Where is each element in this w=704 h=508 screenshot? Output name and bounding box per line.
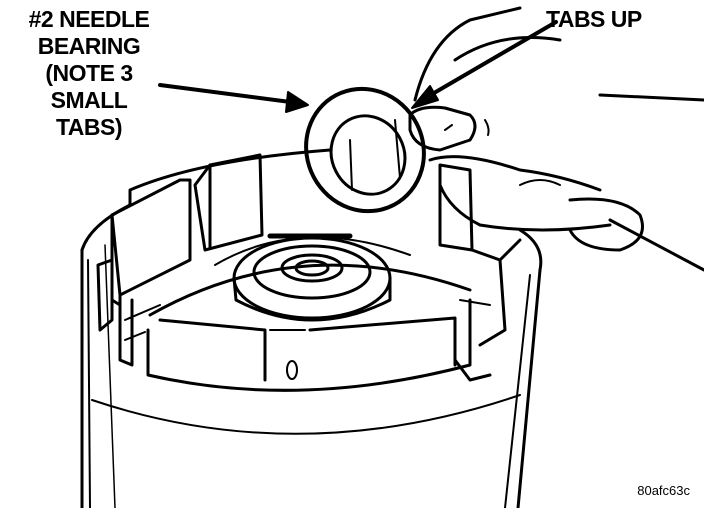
leader-arrows [158, 20, 558, 113]
needle-bearing-label-line-5: TABS) [55, 114, 123, 140]
clutch-housing-left-tabs [96, 153, 264, 367]
tabs-up-label: TABS UP [546, 6, 642, 32]
central-hub [214, 233, 411, 322]
needle-bearing-label-line-4: SMALL [50, 87, 128, 113]
tabs-up-arrow [420, 20, 558, 102]
needle-bearing [304, 86, 426, 214]
figure-code: 80afc63c [637, 483, 690, 498]
needle-bearing-label: #2 NEEDLE BEARING (NOTE 3 SMALL TABS) [4, 6, 174, 141]
needle-bearing-label-line-2: BEARING [37, 33, 141, 59]
needle-bearing-label-line-3: (NOTE 3 [45, 60, 133, 86]
outer-drum [80, 148, 543, 508]
clutch-housing-right-tabs [438, 163, 522, 382]
inner-rim [146, 263, 472, 392]
hand [408, 6, 704, 272]
needle-bearing-label-line-1: #2 NEEDLE [28, 6, 150, 32]
needle-bearing-arrow [158, 83, 300, 105]
